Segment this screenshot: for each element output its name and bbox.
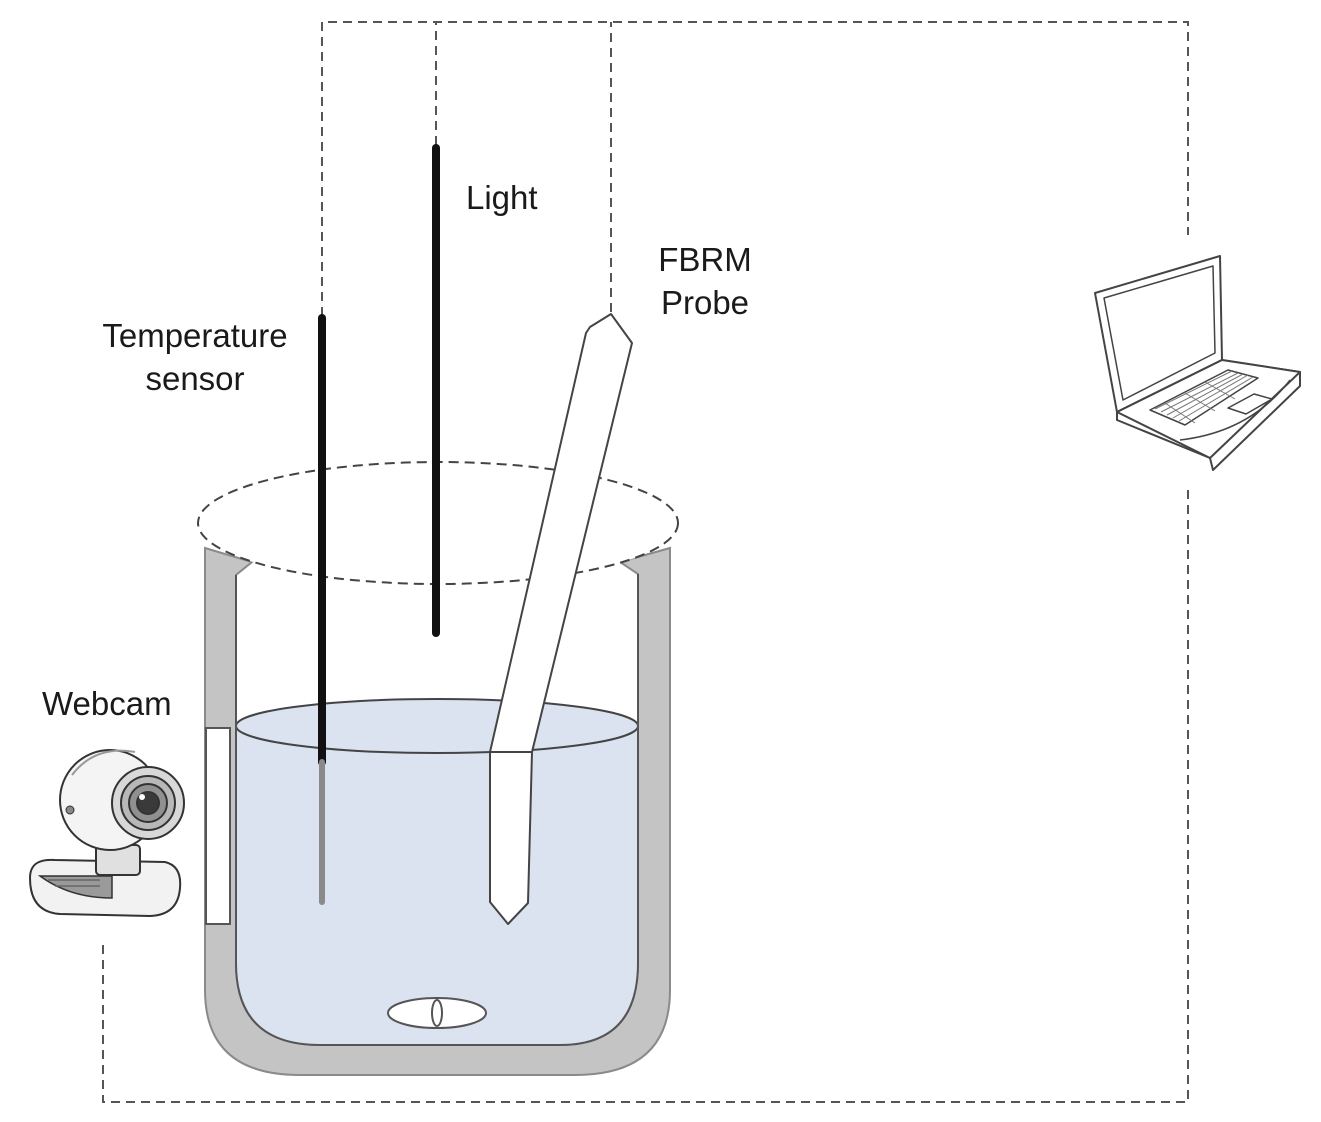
stir-bar-icon: [387, 997, 487, 1029]
connection-lines: [102, 21, 1189, 1103]
viewing-window: [205, 727, 231, 925]
vessel-inner-wall: [235, 574, 639, 1046]
temperature-sensor-label-line2: sensor: [145, 360, 245, 397]
temperature-sensor-cable: [321, 21, 1189, 316]
laptop-to-webcam-cable: [102, 490, 1189, 1103]
fbrm-probe-label-line1: FBRM: [658, 241, 752, 278]
webcam-label: Webcam: [42, 685, 172, 722]
temperature-sensor-label-line1: Temperature: [102, 317, 288, 354]
fbrm-probe: [489, 313, 633, 925]
liquid-surface: [235, 698, 639, 754]
light-label: Light: [466, 179, 538, 216]
liquid: [236, 725, 638, 1045]
webcam-icon: [28, 749, 185, 918]
laptop-icon: [1094, 255, 1301, 471]
fbrm-probe-label-line2: Probe: [660, 284, 750, 321]
